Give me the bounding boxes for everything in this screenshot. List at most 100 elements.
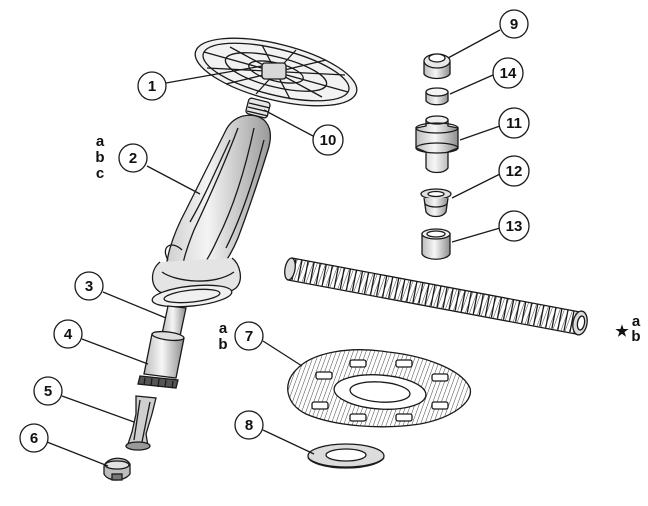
hose-rib — [514, 300, 521, 322]
callout-14: 14 — [492, 57, 524, 89]
hose-rib — [466, 291, 472, 313]
part-2-main-body — [151, 114, 271, 308]
hose-rib — [436, 285, 442, 308]
callout-2: 2 — [118, 143, 148, 173]
hose-rib — [400, 279, 406, 301]
hose-rib — [563, 309, 569, 332]
part-9-top-cap — [423, 53, 451, 80]
variant-letters-hose: ★ a b — [615, 313, 641, 345]
hose-rib — [339, 267, 345, 290]
hose-rib — [333, 266, 339, 289]
hose-rib — [448, 288, 454, 310]
part-5-diaphragm — [125, 395, 157, 451]
hose-rib — [351, 270, 358, 292]
hose-rib — [508, 299, 515, 321]
callout-8: 8 — [234, 410, 264, 440]
part-1-foot-disc — [194, 37, 358, 107]
hose-rib — [472, 292, 478, 315]
hose-rib — [309, 262, 315, 284]
callout-11-label: 11 — [506, 115, 522, 132]
callout-10: 10 — [312, 124, 344, 156]
hose-rib — [502, 298, 509, 320]
hose-rib — [478, 293, 484, 316]
hose-rib — [412, 281, 418, 303]
variant-2b: b — [95, 149, 104, 166]
part-11-valve-housing — [415, 115, 459, 174]
callout-9: 9 — [499, 9, 529, 39]
part-13-sleeve — [421, 228, 451, 260]
callout-circles: 1 2 3 4 5 6 7 8 — [19, 9, 530, 453]
hose-rib — [551, 307, 557, 329]
callout-3-label: 3 — [85, 278, 93, 295]
hose-rib — [545, 306, 551, 328]
hose-rib — [569, 310, 575, 333]
hose-rib — [418, 282, 424, 304]
leader-lines — [46, 29, 501, 467]
hose-rib — [484, 295, 491, 317]
callout-5-label: 5 — [44, 383, 52, 400]
part-10-threaded-collar — [245, 97, 271, 119]
hose-rib — [454, 289, 460, 311]
hose-rib — [327, 265, 333, 287]
hose-rib — [424, 283, 430, 306]
variant-letters-part-2: a b c — [95, 133, 104, 182]
variant-hose-b: b — [631, 328, 640, 345]
callout-6-label: 6 — [30, 430, 38, 447]
callout-7-label: 7 — [245, 328, 253, 345]
variant-hose-a: a — [632, 313, 641, 330]
variant-7a: a — [219, 320, 228, 337]
hose-rib — [297, 259, 303, 282]
part-14-small-ring — [425, 87, 449, 106]
callout-2-label: 2 — [129, 150, 137, 167]
hose-rib — [357, 271, 364, 293]
hose-rib — [345, 269, 352, 291]
hose-rib — [442, 287, 448, 309]
callout-11: 11 — [498, 107, 530, 139]
callout-4: 4 — [53, 319, 83, 349]
hose-rib — [388, 276, 394, 299]
hose-rib — [521, 301, 527, 324]
hose-rib — [382, 275, 388, 298]
hose-rib — [490, 296, 497, 318]
hose-rib — [533, 304, 539, 326]
callout-12-label: 12 — [506, 163, 523, 180]
hose-section — [284, 257, 588, 336]
hose-rib — [539, 305, 545, 327]
hose-rib — [363, 272, 370, 294]
hose-rib — [430, 284, 436, 307]
part-6-end-cap — [103, 457, 131, 481]
hose-rib — [369, 273, 376, 295]
hose-rib — [460, 290, 466, 312]
hose-rib — [315, 263, 321, 285]
callout-10-label: 10 — [320, 132, 337, 149]
callout-1-label: 1 — [148, 78, 156, 95]
part-7-deflector-wheel — [287, 349, 472, 428]
hose-rib — [321, 264, 327, 286]
hose-rib — [303, 261, 309, 283]
callout-7: 7 — [234, 321, 264, 351]
callout-9-label: 9 — [510, 16, 518, 33]
callout-8-label: 8 — [245, 417, 253, 434]
part-4-cylinder — [137, 330, 185, 389]
callout-1: 1 — [137, 71, 167, 101]
variant-letters-part-7: a b — [218, 320, 227, 353]
hose-rib — [406, 280, 412, 302]
hose-rib — [527, 302, 533, 325]
callout-4-label: 4 — [64, 326, 73, 343]
variant-7b: b — [218, 336, 227, 353]
hose-rib — [394, 278, 400, 300]
part-12-seal — [420, 188, 452, 218]
callout-13: 13 — [498, 210, 530, 242]
hose-star-icon: ★ — [615, 323, 629, 340]
callout-5: 5 — [33, 376, 63, 406]
callout-14-label: 14 — [500, 65, 517, 82]
variant-2c: c — [96, 165, 104, 182]
part-8-washer — [307, 443, 385, 469]
hose-rib — [496, 297, 503, 319]
callout-12: 12 — [498, 155, 530, 187]
variant-2a: a — [96, 133, 105, 150]
hose-rib — [557, 308, 563, 330]
callout-13-label: 13 — [506, 218, 523, 235]
callout-3: 3 — [74, 271, 104, 301]
